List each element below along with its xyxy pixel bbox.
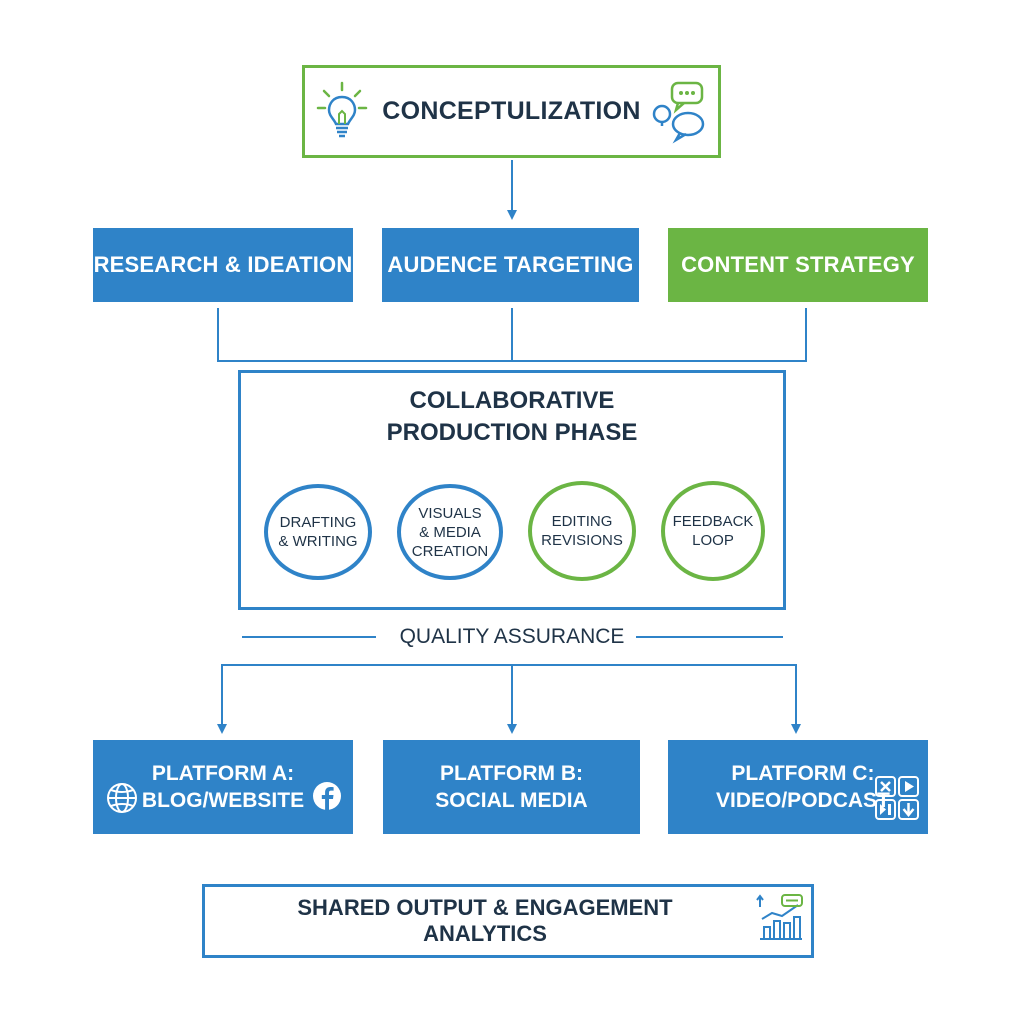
audience-targeting-box: AUDENCE TARGETING [382, 228, 639, 302]
platform-a-label: PLATFORM A: BLOG/WEBSITE [141, 762, 305, 812]
production-phase-title: COLLABORATIVE PRODUCTION PHASE [386, 387, 638, 446]
platform-b-label: PLATFORM B: SOCIAL MEDIA [435, 762, 588, 812]
platform-c-label: PLATFORM C: VIDEO/PODCAST [716, 762, 890, 812]
platform-a-box: PLATFORM A: BLOG/WEBSITE [93, 740, 353, 834]
audience-targeting-label: AUDENCE TARGETING [387, 252, 634, 277]
output-analytics-box: SHARED OUTPUT & ENGAGEMENT ANALYTICS [202, 884, 814, 958]
platform-b-box: PLATFORM B: SOCIAL MEDIA [383, 740, 640, 834]
conceptualization-title: CONCEPTULIZATION [382, 97, 641, 125]
content-strategy-label: CONTENT STRATEGY [681, 252, 915, 277]
media-controls-icon [875, 776, 919, 820]
research-ideation-label: RESEARCH & IDEATION [93, 252, 353, 277]
content-strategy-box: CONTENT STRATEGY [668, 228, 928, 302]
quality-assurance-label: QUALITY ASSURANCE [399, 625, 625, 648]
globe-icon [107, 783, 137, 813]
step-editing-revisions: EDITING REVISIONS [528, 481, 636, 581]
step-feedback-loop: FEEDBACK LOOP [661, 481, 765, 581]
research-ideation-box: RESEARCH & IDEATION [93, 228, 353, 302]
lightbulb-icon [316, 81, 368, 138]
conceptualization-box: CONCEPTULIZATION [302, 65, 721, 158]
facebook-icon [313, 782, 341, 810]
output-analytics-label: SHARED OUTPUT & ENGAGEMENT ANALYTICS [297, 895, 673, 946]
chat-bubbles-icon [652, 81, 705, 144]
step-drafting-writing: DRAFTING & WRITING [264, 484, 372, 580]
step-visuals-media: VISUALS & MEDIA CREATION [397, 484, 503, 580]
analytics-chart-icon [756, 894, 803, 940]
